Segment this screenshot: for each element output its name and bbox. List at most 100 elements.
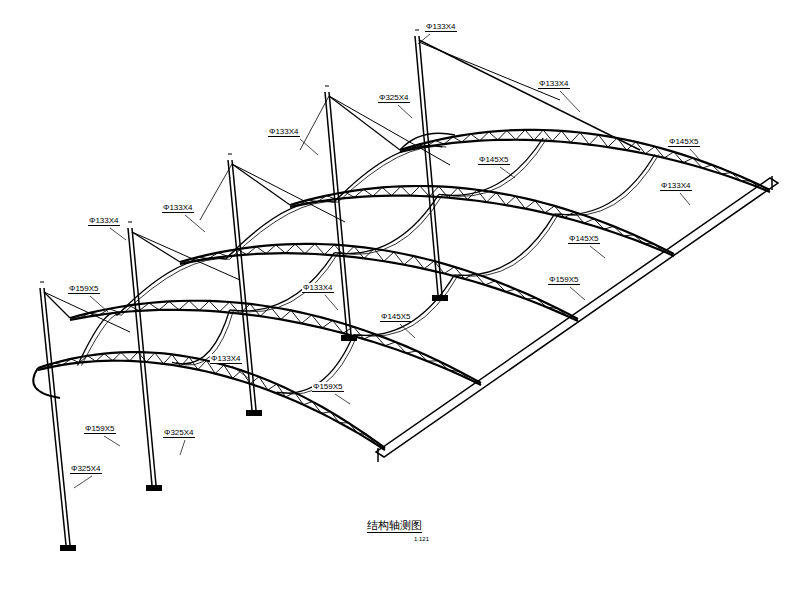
- membrane-arch: [338, 194, 442, 254]
- truss-bottom-chord: [290, 196, 674, 256]
- membrane-arch: [555, 155, 655, 215]
- truss-web: [547, 307, 557, 309]
- mast: [419, 36, 442, 295]
- truss-web: [580, 133, 589, 145]
- truss-web: [129, 352, 137, 361]
- leader-line: [104, 436, 120, 446]
- truss-web: [460, 371, 471, 379]
- truss-curl: [33, 368, 60, 398]
- truss-web: [571, 133, 580, 143]
- truss-web: [38, 368, 46, 369]
- tie-rod: [329, 96, 400, 150]
- membrane-arch: [354, 275, 455, 336]
- truss-web: [392, 186, 401, 195]
- membrane-arch: [82, 314, 122, 365]
- member-size: Φ133X4: [88, 216, 120, 226]
- base-plate: [432, 295, 448, 301]
- truss-web: [146, 353, 155, 362]
- leader-line: [90, 296, 108, 312]
- truss-web: [63, 359, 71, 365]
- truss-web: [343, 327, 353, 333]
- truss-web: [654, 244, 664, 252]
- mast: [415, 36, 438, 295]
- truss-web: [589, 135, 598, 145]
- truss-web: [624, 235, 634, 236]
- leader-line: [400, 324, 415, 338]
- leader-line: [590, 246, 605, 258]
- membrane-arch: [454, 214, 554, 275]
- truss-web: [303, 402, 312, 405]
- leader-line: [74, 476, 92, 488]
- truss-web: [414, 256, 424, 269]
- truss-web: [427, 360, 438, 361]
- truss-web: [535, 201, 545, 213]
- truss-web: [354, 189, 363, 197]
- backstay: [300, 96, 329, 150]
- truss-web: [449, 370, 460, 371]
- leader-line: [680, 193, 690, 205]
- truss-web: [444, 267, 454, 274]
- truss-web: [594, 219, 604, 229]
- truss-web: [385, 342, 396, 346]
- mast-cap: [325, 86, 329, 87]
- truss-web: [562, 131, 571, 143]
- truss-web: [429, 186, 438, 196]
- leader-line: [232, 366, 248, 378]
- member-size: Φ145X5: [668, 137, 700, 147]
- leader-line: [110, 228, 126, 240]
- truss-web: [104, 354, 112, 361]
- member-size: Φ159X5: [548, 275, 580, 285]
- truss-web: [712, 165, 722, 174]
- truss-web: [179, 301, 189, 310]
- membrane-arch: [234, 253, 339, 312]
- truss-web: [555, 206, 565, 218]
- truss-web: [525, 130, 534, 140]
- truss-web: [266, 245, 276, 254]
- truss-web: [163, 354, 172, 363]
- leader-line: [185, 215, 205, 232]
- truss-web: [88, 356, 96, 361]
- leader-line: [335, 394, 350, 404]
- truss-web: [516, 130, 525, 140]
- truss-web: [54, 363, 62, 365]
- truss-web: [96, 354, 104, 362]
- truss-web: [489, 132, 498, 140]
- tie-rod: [132, 232, 180, 262]
- truss-bottom-chord: [400, 140, 770, 192]
- truss-web: [394, 252, 404, 265]
- truss-web: [645, 147, 654, 154]
- drawing-caption: 结构轴测图: [367, 519, 422, 533]
- member-size: Φ133X4: [268, 127, 300, 137]
- truss-web: [404, 256, 414, 265]
- member-size: Φ133X4: [162, 203, 194, 213]
- truss-web: [599, 135, 608, 147]
- membrane-arch: [334, 194, 438, 253]
- truss-web: [435, 141, 444, 145]
- truss-web: [256, 247, 266, 254]
- truss-web: [485, 281, 495, 285]
- membrane-arch: [439, 138, 543, 195]
- mast: [232, 160, 256, 410]
- truss-web: [305, 244, 315, 254]
- truss-web: [693, 158, 703, 168]
- mast: [44, 288, 70, 545]
- member-size: Φ159X5: [312, 382, 344, 392]
- membrane-arch: [281, 335, 358, 394]
- truss-web: [534, 130, 543, 140]
- member-size: Φ159X5: [68, 284, 100, 294]
- truss-web: [301, 315, 311, 323]
- truss-web: [382, 187, 391, 195]
- tie-cable: [419, 40, 640, 150]
- mast-cap: [40, 282, 44, 283]
- truss-web: [683, 158, 693, 163]
- truss-web: [674, 152, 684, 163]
- mast: [128, 228, 152, 485]
- truss-web: [325, 245, 335, 255]
- truss-web: [277, 384, 286, 397]
- tie-rod: [329, 96, 450, 165]
- truss-web: [505, 289, 515, 291]
- eave-end: [771, 176, 773, 190]
- scale-note: 1:121: [413, 536, 430, 543]
- truss-web: [71, 359, 79, 363]
- truss-web: [480, 132, 489, 141]
